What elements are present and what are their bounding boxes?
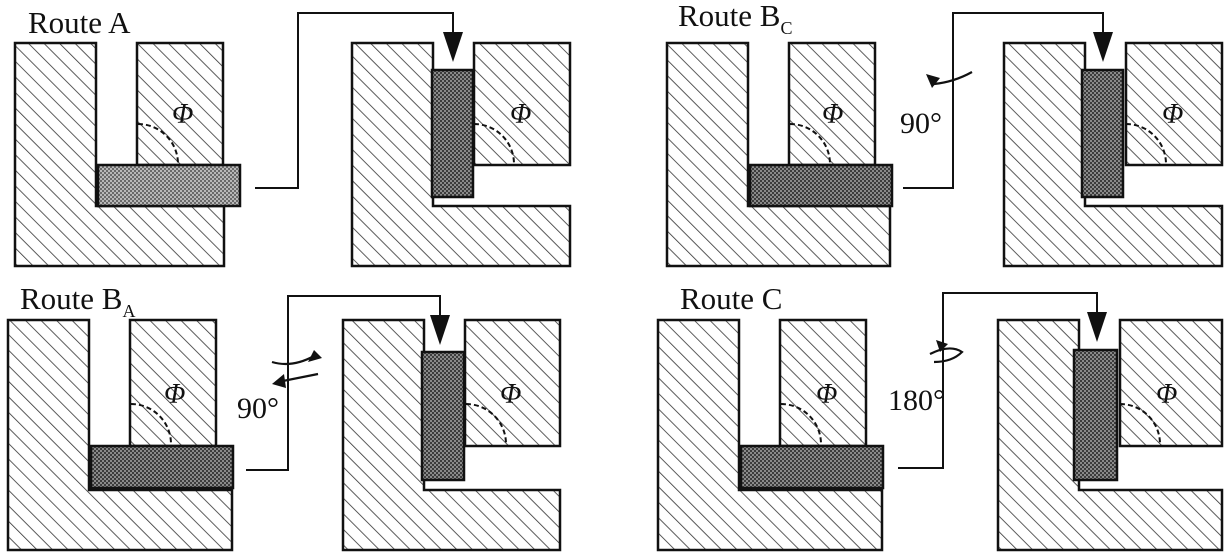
billet-vertical — [1072, 348, 1119, 482]
die-lower-block — [6, 318, 234, 552]
die-upper-block — [1118, 318, 1224, 448]
transfer-path — [246, 295, 441, 471]
arrow-down-icon — [443, 32, 463, 62]
phi-symbol: Φ — [500, 379, 521, 410]
panel-route-a: Route A Φ Φ — [13, 5, 572, 268]
panel-route-c: Route C Φ 180° Φ — [656, 281, 1224, 552]
rotation-arrowhead-icon — [926, 74, 940, 88]
rotation-arrowhead-icon — [308, 350, 322, 362]
die-upper-block — [778, 318, 868, 448]
panel-route-bc: Route BC Φ 90° Φ — [665, 0, 1224, 268]
transfer-path — [903, 12, 1104, 189]
route-bc-label: Route BC — [678, 0, 793, 38]
die-lower-block — [341, 318, 562, 552]
phi-symbol: Φ — [510, 99, 531, 130]
rotation-arc-icon — [929, 347, 964, 364]
billet-horizontal — [96, 163, 242, 208]
phi-symbol: Φ — [1156, 379, 1177, 410]
die-lower-block — [350, 41, 572, 268]
die-lower-block — [996, 318, 1224, 552]
billet-horizontal — [739, 444, 885, 490]
phi-symbol: Φ — [1162, 99, 1183, 130]
rotation-arc-icon — [271, 355, 315, 366]
die-lower-block — [1002, 41, 1224, 268]
die-lower-block — [656, 318, 884, 552]
route-ba-label: Route BA — [20, 281, 135, 321]
transfer-path — [255, 12, 454, 189]
die-upper-block — [463, 318, 562, 448]
die-upper-block — [128, 318, 218, 448]
arrow-down-icon — [1087, 312, 1107, 342]
rotation-arrowhead-icon — [272, 374, 286, 388]
arrow-down-icon — [1093, 32, 1113, 62]
billet-vertical — [420, 350, 466, 482]
billet-horizontal — [89, 444, 235, 490]
rotation-arrowhead-icon — [936, 340, 948, 352]
rotation-angle-label: 180° — [888, 384, 945, 417]
rotation-arc-icon — [933, 71, 973, 86]
arrow-down-icon — [430, 315, 450, 345]
die-upper-block — [135, 41, 225, 167]
rotation-angle-label: 90° — [900, 107, 942, 140]
route-a-label: Route A — [28, 5, 131, 40]
panel-route-ba: Route BA Φ 90° Φ — [6, 281, 562, 552]
billet-vertical — [430, 68, 475, 199]
die-upper-block — [787, 41, 877, 167]
phi-symbol: Φ — [822, 99, 843, 130]
die-upper-block — [1124, 41, 1224, 167]
rotation-angle-label: 90° — [237, 392, 279, 425]
route-c-label: Route C — [680, 281, 782, 316]
billet-vertical — [1080, 68, 1125, 199]
phi-symbol: Φ — [172, 99, 193, 130]
phi-symbol: Φ — [816, 379, 837, 410]
phi-symbol: Φ — [164, 379, 185, 410]
billet-horizontal — [748, 163, 894, 208]
transfer-path — [898, 292, 1098, 469]
